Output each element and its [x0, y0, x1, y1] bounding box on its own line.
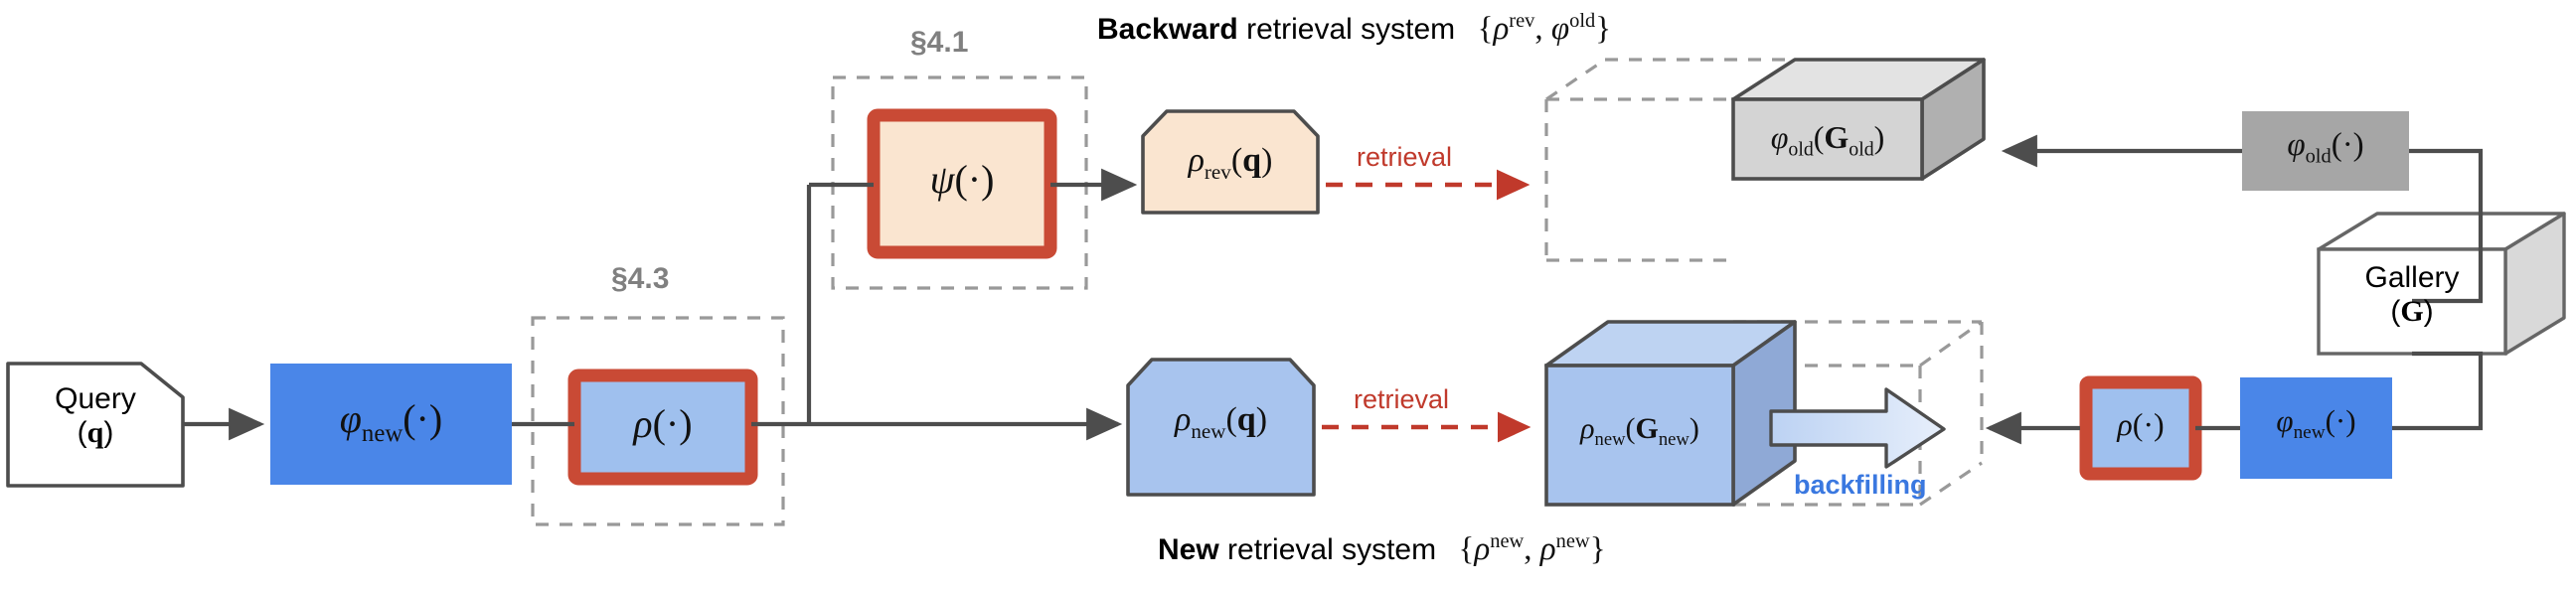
- retrieval-bottom-label: retrieval: [1354, 384, 1450, 414]
- section-4-3-label: §4.3: [611, 262, 670, 295]
- rho-left-label: ρ(·): [633, 401, 693, 446]
- new-system-set: {ρnew, ρnew}: [1458, 530, 1606, 567]
- cube-new-label: ρnew(Gnew): [1580, 412, 1699, 450]
- rho-rev-q-node: [1141, 109, 1320, 215]
- new-caption-rest: retrieval system: [1227, 533, 1437, 566]
- edge-gallery-to-phinewright: [2392, 351, 2484, 431]
- phi-new-right-label: φnew(·): [2276, 403, 2356, 444]
- section-4-1-label: §4.1: [910, 26, 969, 59]
- backward-caption-rest: retrieval system: [1246, 13, 1456, 46]
- cube-old-label: φold(Gold): [1770, 119, 1885, 161]
- query-label: Query (q): [14, 382, 177, 449]
- gallery-label-line1: Gallery: [2364, 261, 2460, 294]
- section-4-3-dashed-box: [531, 316, 785, 526]
- rho-new-q-node: [1126, 358, 1316, 497]
- psi-label: ψ(·): [929, 157, 995, 202]
- rho-right-label: ρ(·): [2117, 406, 2165, 442]
- gallery-label: Gallery (G): [2319, 261, 2505, 328]
- phi-new-right-box: [2240, 377, 2392, 479]
- query-label-line1: Query: [55, 382, 136, 415]
- cube-old-gallery: [1731, 58, 1986, 181]
- cube-new-gallery: [1544, 320, 1797, 507]
- phi-new-left-box: [270, 364, 512, 485]
- new-system-caption: New retrieval system {ρnew, ρnew}: [1158, 530, 1606, 568]
- backward-system-caption: Backward retrieval system {ρrev, φold}: [1097, 10, 1611, 48]
- phi-new-left-label: φnew(·): [339, 396, 443, 447]
- edge-gallery-to-phiold: [2409, 148, 2484, 304]
- backfilling-arrow: [1769, 387, 1946, 469]
- backward-system-set: {ρrev, φold}: [1477, 10, 1612, 47]
- backfilling-label: backfilling: [1794, 470, 1927, 500]
- phi-old-right-box: [2242, 111, 2409, 191]
- rho-new-q-label: ρnew(q): [1174, 401, 1268, 443]
- ghost-cube-old: [1544, 58, 1795, 262]
- retrieval-top-label: retrieval: [1357, 142, 1453, 172]
- query-node: [6, 362, 185, 488]
- rho-left-box: [567, 369, 758, 486]
- phi-old-right-label: φold(·): [2287, 127, 2364, 168]
- new-caption-bold: New: [1158, 533, 1219, 566]
- gallery-label-line2: (G): [2390, 294, 2434, 328]
- backward-caption-bold: Backward: [1097, 13, 1238, 46]
- rho-rev-q-label: ρrev(q): [1188, 142, 1273, 184]
- query-label-line2: (q): [77, 415, 114, 449]
